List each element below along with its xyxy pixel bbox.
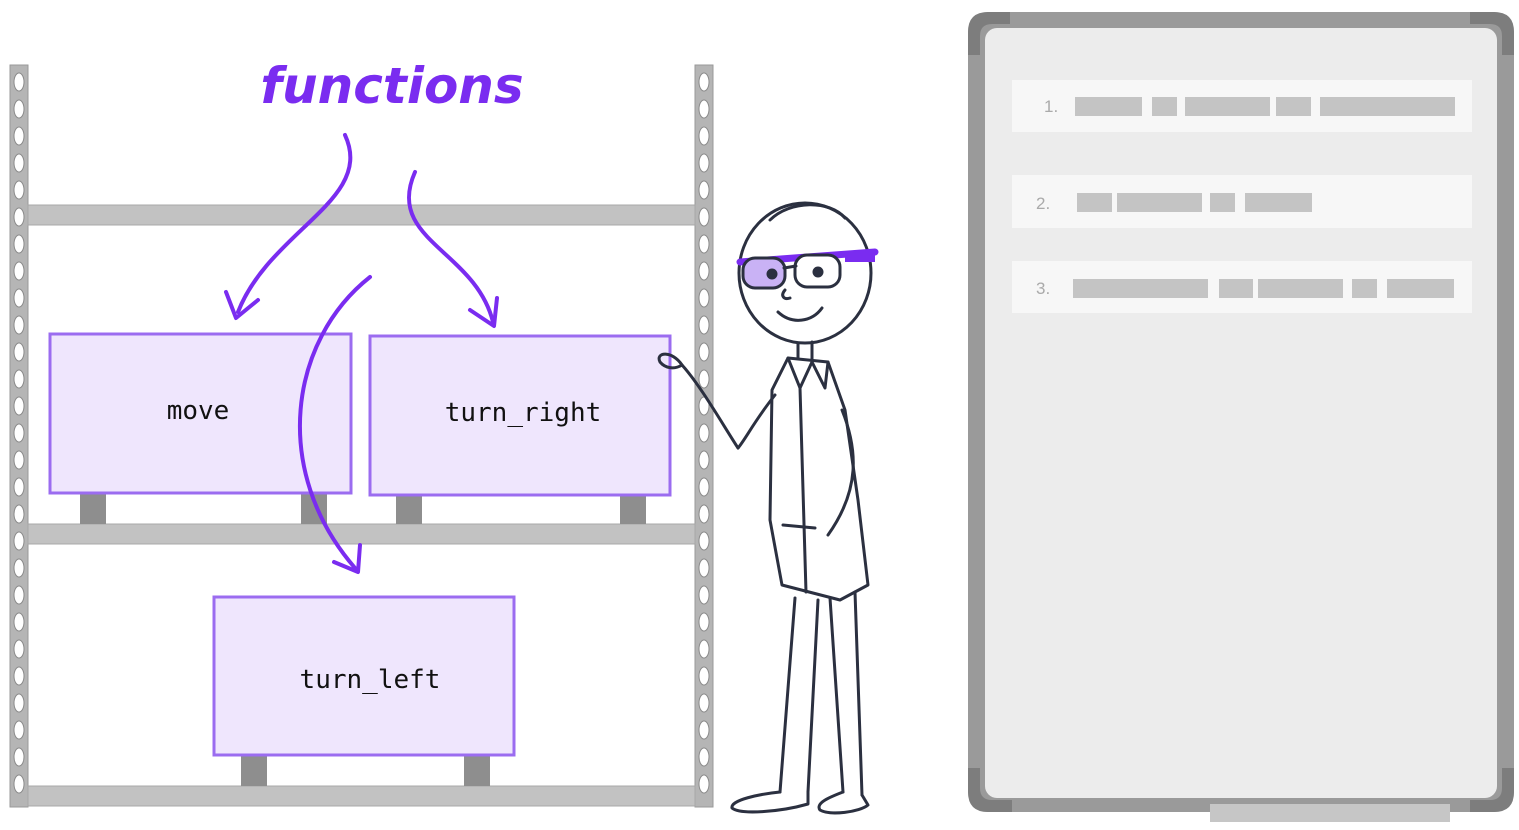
arrow-head-turn-right	[468, 296, 499, 328]
rack-hole	[698, 477, 710, 497]
rack-hole	[13, 666, 25, 686]
rack-hole	[13, 774, 25, 794]
rack-hole	[13, 99, 25, 119]
rack-hole	[13, 585, 25, 605]
rack-hole	[13, 423, 25, 443]
rack-hole	[698, 612, 710, 632]
arrow-to-move	[236, 133, 353, 314]
rack-hole	[698, 234, 710, 254]
rack-hole	[13, 207, 25, 227]
rack-hole	[13, 153, 25, 173]
rack-hole	[698, 180, 710, 200]
rack-hole	[13, 531, 25, 551]
rack-hole	[13, 396, 25, 416]
function-box-turn-right: turn_right	[368, 334, 672, 524]
arrow-to-turn-right	[407, 170, 495, 324]
whiteboard-icon: 1. 2. 3.	[968, 12, 1514, 822]
rack-hole	[698, 288, 710, 308]
rack-hole	[13, 477, 25, 497]
function-label-turn-left: turn_left	[300, 665, 441, 695]
whiteboard-item-number: 3.	[1036, 279, 1050, 298]
rack-hole	[698, 369, 710, 389]
rack-hole	[698, 720, 710, 740]
arrow-to-turn-left	[297, 275, 372, 570]
rack-hole	[698, 558, 710, 578]
rack-hole	[13, 747, 25, 767]
shelf-bottom	[27, 785, 696, 807]
rack-hole	[698, 774, 710, 794]
rack-hole	[698, 423, 710, 443]
functions-title: functions	[260, 57, 523, 115]
rack-hole	[698, 99, 710, 119]
rack-hole	[13, 369, 25, 389]
rack-hole	[13, 450, 25, 470]
rack-hole	[13, 315, 25, 335]
whiteboard-item-number: 2.	[1036, 194, 1050, 213]
function-label-turn-right: turn_right	[445, 398, 602, 428]
function-label-move: move	[167, 396, 230, 426]
arrow-head-turn-left	[332, 543, 362, 574]
rack-hole	[13, 180, 25, 200]
rack-post-holes	[13, 72, 710, 794]
rack-hole	[13, 639, 25, 659]
rack-hole	[13, 261, 25, 281]
whiteboard-item-2: 2.	[1012, 175, 1472, 228]
storage-rack	[9, 64, 714, 808]
rack-hole	[698, 504, 710, 524]
rack-hole	[698, 531, 710, 551]
function-arrows	[224, 133, 499, 574]
rack-hole	[698, 261, 710, 281]
scientist-with-glasses-icon	[657, 201, 879, 815]
rack-hole	[13, 693, 25, 713]
rack-hole	[13, 558, 25, 578]
shelf-top	[27, 204, 696, 226]
rack-hole	[698, 72, 710, 92]
rack-hole	[698, 126, 710, 146]
arrow-head-move	[224, 290, 260, 320]
rack-hole	[13, 288, 25, 308]
rack-hole	[698, 450, 710, 470]
rack-hole	[13, 720, 25, 740]
rack-hole	[13, 504, 25, 524]
rack-hole	[698, 207, 710, 227]
shelf-middle	[27, 523, 696, 545]
whiteboard-item-3: 3.	[1012, 261, 1472, 313]
rack-hole	[698, 639, 710, 659]
rack-hole	[698, 342, 710, 362]
function-box-move: move	[48, 332, 353, 524]
function-box-turn-left: turn_left	[212, 595, 516, 786]
rack-hole	[698, 693, 710, 713]
rack-hole	[698, 747, 710, 767]
rack-hole	[698, 585, 710, 605]
rack-hole	[13, 72, 25, 92]
rack-hole	[698, 315, 710, 335]
whiteboard-item-1: 1.	[1012, 80, 1472, 132]
rack-hole	[698, 153, 710, 173]
rack-hole	[13, 126, 25, 146]
rack-hole	[13, 342, 25, 362]
whiteboard-item-number: 1.	[1044, 97, 1058, 116]
rack-hole	[698, 666, 710, 686]
rack-hole	[13, 612, 25, 632]
rack-hole	[13, 234, 25, 254]
